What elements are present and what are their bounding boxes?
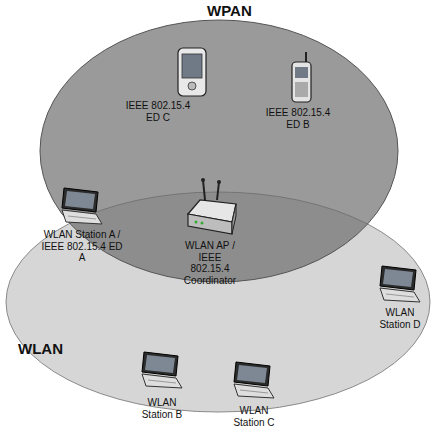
pda-icon bbox=[178, 48, 206, 96]
device-label: IEEE 802.15.4 ED B bbox=[258, 107, 338, 130]
device-label: WLAN Station B bbox=[136, 397, 188, 420]
region-title: WLAN bbox=[18, 340, 63, 357]
device-label: IEEE 802.15.4 ED C bbox=[118, 100, 198, 123]
device-label: WLAN Station D bbox=[374, 307, 426, 330]
laptop-icon bbox=[142, 352, 182, 388]
laptop-icon bbox=[234, 362, 274, 398]
laptop-icon bbox=[380, 266, 420, 302]
laptop-icon bbox=[62, 188, 102, 224]
device-label: WLAN Station C bbox=[228, 405, 280, 428]
device-label: WLAN AP / IEEE 802.15.4 Coordinator bbox=[178, 240, 242, 286]
device-label: WLAN Station A / IEEE 802.15.4 ED A bbox=[38, 229, 126, 264]
region-title: WPAN bbox=[207, 2, 252, 19]
